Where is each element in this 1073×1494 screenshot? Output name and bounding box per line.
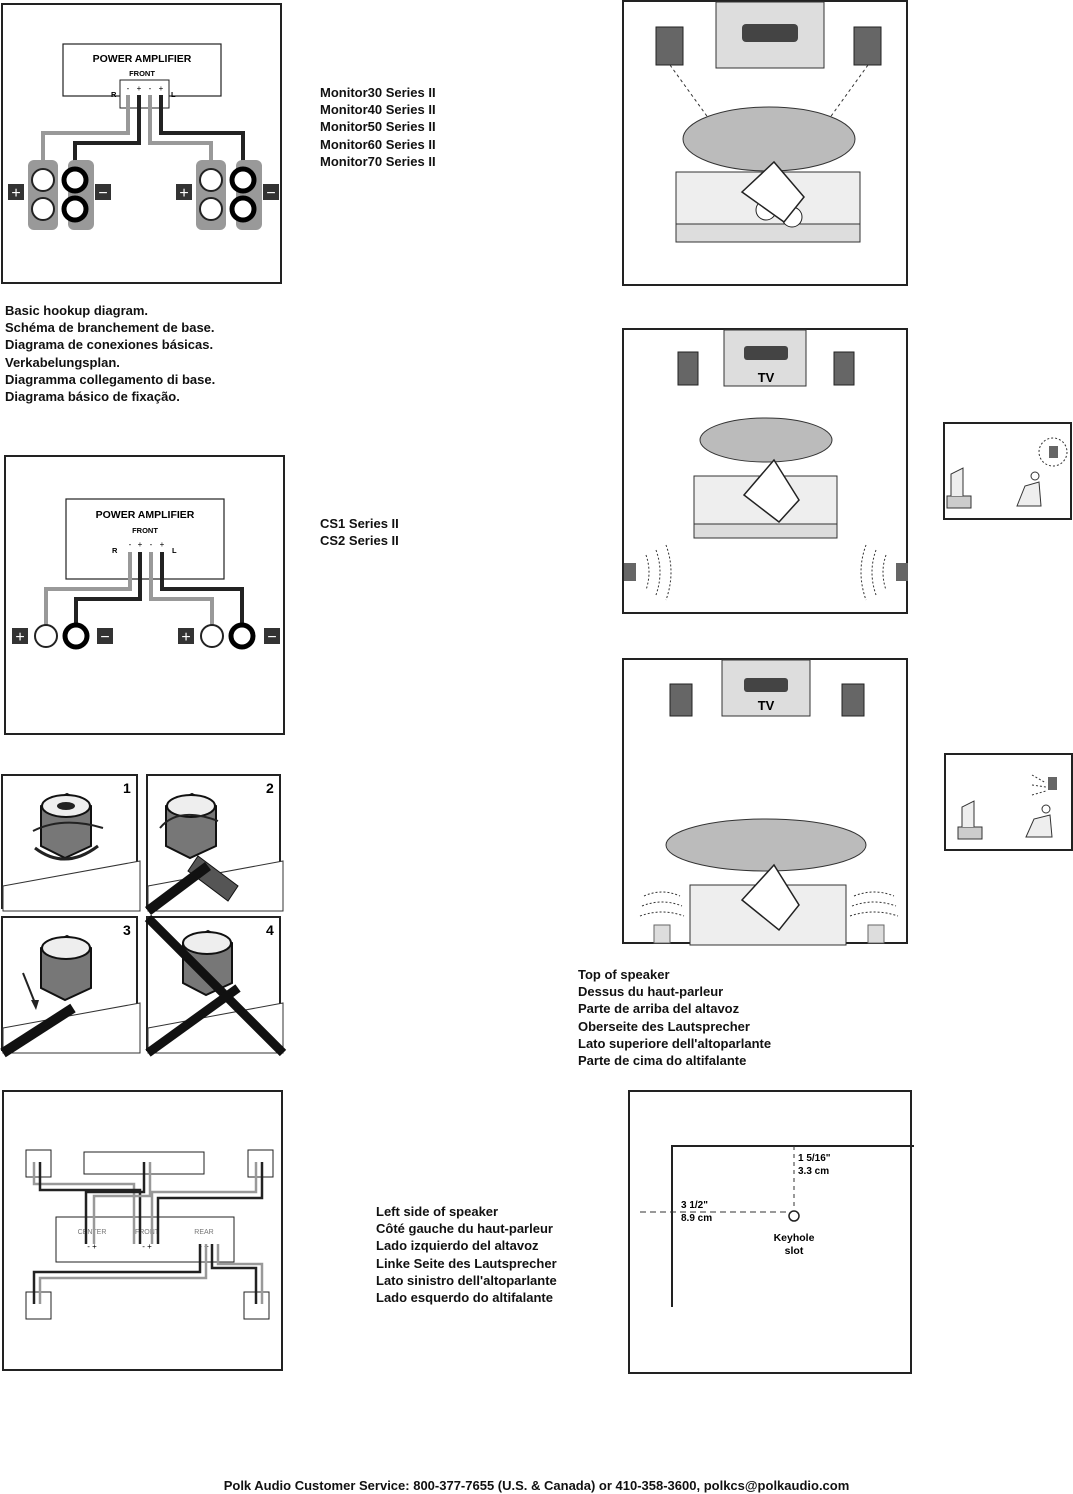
model-item: CS2 Series II xyxy=(320,533,399,549)
caption-line: Diagrama de conexiones básicas. xyxy=(5,337,214,353)
caption-line: Lado izquierdo del altavoz xyxy=(376,1238,539,1254)
step-number: 3 xyxy=(123,922,131,938)
tv-label: TV xyxy=(758,370,775,385)
model-item: Monitor60 Series II xyxy=(320,136,436,152)
caption-line: Linke Seite des Lautsprecher xyxy=(376,1255,557,1271)
room-layout-drawing: TV xyxy=(639,659,899,946)
dimension-horizontal-inches: 3 1/2" xyxy=(681,1200,708,1211)
amp-terminal-2: + xyxy=(138,540,143,549)
monitor-hookup-diagram: POWER AMPLIFIER FRONT R L - + - + + − + xyxy=(1,3,282,284)
minus-sign: − xyxy=(267,629,276,646)
amp-r-label: R xyxy=(112,546,118,555)
minus-sign: − xyxy=(266,185,275,202)
room-setup-surround-rear: TV xyxy=(622,658,908,946)
monitor-model-list: Monitor30 Series II Monitor40 Series II … xyxy=(320,84,436,170)
keyhole-label: Keyhole xyxy=(774,1232,815,1244)
hookup-caption: Basic hookup diagram. Schéma de branchem… xyxy=(5,302,215,405)
receiver-front-polarity: - + xyxy=(142,1242,152,1251)
dimension-vertical-inches: 1 5/16" xyxy=(798,1153,831,1164)
amp-terminal-1: - xyxy=(127,84,130,93)
model-item: Monitor70 Series II xyxy=(320,153,436,169)
cs-hookup-diagram: POWER AMPLIFIER FRONT R L - + - + + − + … xyxy=(4,455,285,735)
amp-terminal-3: - xyxy=(149,84,152,93)
amp-front-label: FRONT xyxy=(132,526,158,535)
cs-hookup-drawing: POWER AMPLIFIER FRONT R L - + - + + − + … xyxy=(12,498,280,650)
caption-line: Verkabelungsplan. xyxy=(5,354,120,370)
caption-line: Schéma de branchement de base. xyxy=(5,320,215,336)
dimension-vertical-cm: 3.3 cm xyxy=(798,1166,829,1177)
cs-model-list: CS1 Series II CS2 Series II xyxy=(320,515,399,549)
caption-line: Parte de arriba del altavoz xyxy=(578,1001,740,1017)
caption-line: Dessus du haut-parleur xyxy=(578,984,724,1000)
top-of-speaker-caption: Top of speaker Dessus du haut-parleur Pa… xyxy=(578,966,771,1069)
model-item: Monitor40 Series II xyxy=(320,102,436,118)
binding-post-illustration: 4 xyxy=(144,914,287,1057)
receiver-hookup-drawing: CENTER FRONT REAR - + - + - + xyxy=(25,1149,274,1320)
amp-terminal-1: - xyxy=(129,540,132,549)
amp-l-label: L xyxy=(172,546,177,555)
receiver-center-label: CENTER xyxy=(78,1229,107,1236)
plus-sign: + xyxy=(15,629,24,646)
model-item: Monitor30 Series II xyxy=(320,85,436,100)
step-number: 1 xyxy=(123,780,131,796)
receiver-center-polarity: - + xyxy=(87,1242,97,1251)
caption-line: Top of speaker xyxy=(578,967,670,982)
binding-post-illustration: 1 xyxy=(2,780,141,912)
amp-l-label: L xyxy=(171,90,176,99)
minus-sign: − xyxy=(100,629,109,646)
receiver-hookup-diagram: CENTER FRONT REAR - + - + - + xyxy=(2,1090,283,1371)
receiver-rear-polarity: - + xyxy=(199,1242,209,1251)
binding-post-step-4: 4 xyxy=(144,914,287,1057)
binding-post-illustration: 3 xyxy=(0,922,141,1058)
binding-post-illustration: 2 xyxy=(145,780,284,915)
amp-terminal-4: + xyxy=(160,540,165,549)
tv-label: TV xyxy=(758,698,775,713)
binding-post-step-1: 1 xyxy=(1,774,141,912)
left-side-caption: Left side of speaker Côté gauche du haut… xyxy=(376,1203,557,1306)
caption-line: Basic hookup diagram. xyxy=(5,303,149,318)
amp-terminal-3: - xyxy=(150,540,153,549)
keyhole-diagram: 1 5/16" 3.3 cm 3 1/2" 8.9 cm Keyhole slo… xyxy=(628,1090,914,1374)
plus-sign: + xyxy=(181,629,190,646)
amp-terminal-4: + xyxy=(159,84,164,93)
binding-post-step-3: 3 xyxy=(0,916,141,1058)
side-view-drawing xyxy=(946,437,1068,509)
caption-line: Left side of speaker xyxy=(376,1204,499,1219)
dimension-horizontal-cm: 8.9 cm xyxy=(681,1213,712,1224)
amp-r-label: R xyxy=(111,90,117,99)
caption-line: Diagrama básico de fixação. xyxy=(5,389,180,405)
step-number: 4 xyxy=(266,922,274,938)
receiver-rear-label: REAR xyxy=(194,1229,213,1236)
caption-line: Côté gauche du haut-parleur xyxy=(376,1221,553,1237)
customer-service-footer: Polk Audio Customer Service: 800-377-765… xyxy=(223,1478,850,1493)
caption-line: Lato superiore dell'altoparlante xyxy=(578,1035,772,1051)
caption-line: Oberseite des Lautsprecher xyxy=(578,1018,750,1034)
room-layout-drawing: TV xyxy=(624,329,908,601)
monitor-hookup-drawing: POWER AMPLIFIER FRONT R L - + - + + − + xyxy=(8,43,279,230)
plus-sign: + xyxy=(179,185,188,202)
caption-line: Parte de cima do altifalante xyxy=(578,1053,747,1069)
amp-title: POWER AMPLIFIER xyxy=(93,53,192,65)
receiver-front-label: FRONT xyxy=(135,1229,160,1236)
keyhole-drawing: 1 5/16" 3.3 cm 3 1/2" 8.9 cm Keyhole slo… xyxy=(640,1145,914,1307)
model-item: CS1 Series II xyxy=(320,516,399,531)
binding-post-step-2: 2 xyxy=(145,774,284,915)
keyhole-label-slot: slot xyxy=(785,1245,804,1257)
room-layout-drawing xyxy=(655,1,882,243)
amp-title: POWER AMPLIFIER xyxy=(96,509,195,521)
room-setup-surround-side: TV xyxy=(622,328,908,614)
minus-sign: − xyxy=(98,185,107,202)
model-item: Monitor50 Series II xyxy=(320,119,436,135)
side-view-drawing xyxy=(957,774,1057,840)
caption-line: Lato sinistro dell'altoparlante xyxy=(376,1272,557,1288)
side-view-speaker-wall xyxy=(943,422,1072,520)
step-number: 2 xyxy=(266,780,274,796)
caption-line: Diagramma collegamento di base. xyxy=(5,371,216,387)
plus-sign: + xyxy=(11,185,20,202)
amp-terminal-2: + xyxy=(137,84,142,93)
room-setup-stereo xyxy=(622,0,908,286)
caption-line: Lado esquerdo do altifalante xyxy=(376,1290,553,1306)
side-view-speaker-rear xyxy=(944,753,1073,851)
amp-front-label: FRONT xyxy=(129,69,155,78)
